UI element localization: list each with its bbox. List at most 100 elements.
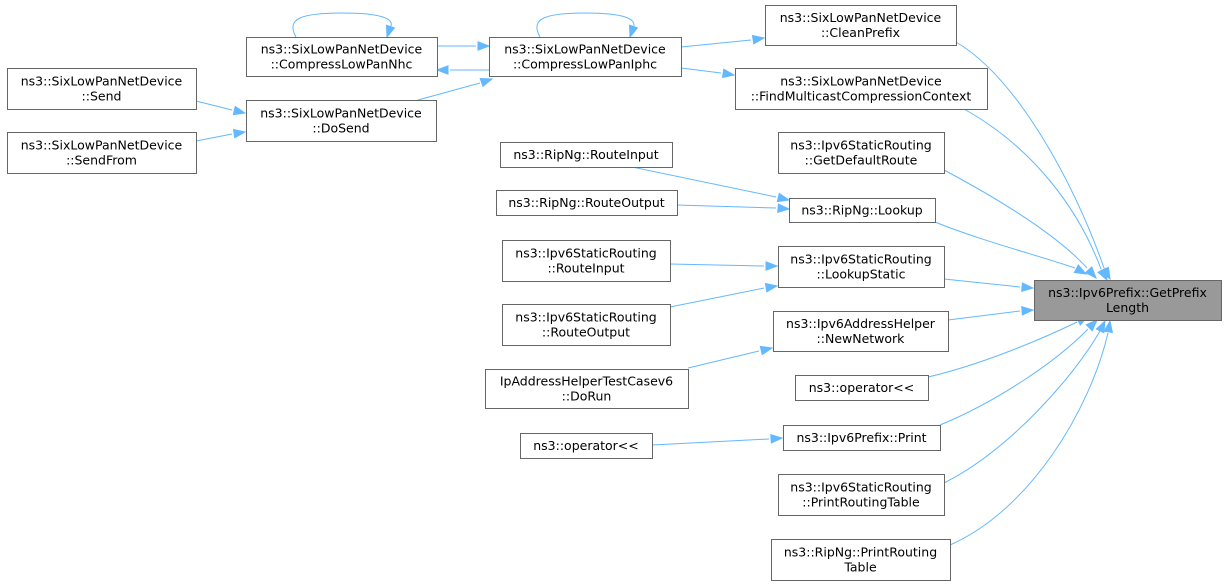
node-label-line: ::LookupStatic (817, 267, 906, 282)
node-ns3-operator[interactable]: ns3::operator<< (795, 375, 929, 401)
node-label-line: ns3::SixLowPanNetDevice (780, 10, 942, 25)
node-label-line: ::CleanPrefix (821, 25, 900, 40)
node-box[interactable] (246, 100, 437, 142)
arrowhead-icon (770, 433, 784, 444)
node-ns3-ipv6staticrouting-printroutingtable[interactable]: ns3::Ipv6StaticRouting::PrintRoutingTabl… (778, 474, 945, 516)
edge-n3-to-n2 (437, 41, 491, 51)
node-box[interactable] (520, 433, 653, 459)
edge-n9-to-n0 (934, 221, 1088, 275)
edge-n14-to-n12 (669, 282, 779, 308)
edge-n5-to-n4 (195, 100, 247, 116)
node-box[interactable] (783, 425, 941, 451)
arrowhead-icon (1021, 305, 1035, 316)
edge-line (943, 278, 1021, 288)
edge-n12-to-n0 (943, 278, 1035, 293)
node-label-line: ::RouteOutput (542, 325, 630, 340)
node-ns3-ripng-routeinput[interactable]: ns3::RipNg::RouteInput (500, 142, 673, 168)
node-label-line: ns3::RipNg::Lookup (801, 203, 922, 218)
node-box[interactable] (489, 37, 682, 77)
node-ns3-sixlowpannetdevice-findmulticastcompressioncontext[interactable]: ns3::SixLowPanNetDevice::FindMulticastCo… (735, 68, 988, 110)
node-box[interactable] (778, 246, 945, 288)
edge-n4-to-n2 (417, 77, 494, 101)
node-ipaddresshelpertestcasev6-dorun[interactable]: IpAddressHelperTestCasev6::DoRun (485, 369, 689, 409)
node-label-line: ::DoSend (312, 121, 369, 136)
edge-n2-to-n1 (680, 34, 766, 48)
edge-n11-to-n9 (676, 203, 791, 214)
node-box[interactable] (246, 37, 438, 77)
node-ns3-ipv6prefix-print[interactable]: ns3::Ipv6Prefix::Print (783, 425, 941, 451)
node-box[interactable] (502, 304, 671, 346)
edge-n15-to-n0 (947, 305, 1035, 321)
node-ns3-ripng-printrouting-table[interactable]: ns3::RipNg::PrintRoutingTable (771, 539, 951, 581)
arrowhead-icon (385, 24, 396, 39)
edge-n2-to-n3 (435, 65, 489, 75)
edge-n13-to-n12 (669, 261, 779, 271)
node-ns3-sixlowpannetdevice-compresslowpaniphc[interactable]: ns3::SixLowPanNetDevice::CompressLowPanI… (489, 37, 682, 77)
arrowhead-icon (477, 41, 491, 51)
node-label-line: ns3::Ipv6Prefix::GetPrefix (1048, 285, 1207, 300)
arrowhead-icon (765, 261, 779, 271)
edge-line (680, 67, 722, 74)
node-ns3-ipv6staticrouting-lookupstatic[interactable]: ns3::Ipv6StaticRouting::LookupStatic (778, 246, 945, 288)
arrowhead-icon (1097, 267, 1108, 282)
node-box[interactable] (485, 369, 689, 409)
node-label-line: ::CompressLowPanNhc (271, 57, 413, 72)
edge-line (292, 12, 392, 38)
node-label-line: ns3::SixLowPanNetDevice (21, 74, 183, 89)
node-box[interactable] (778, 132, 945, 174)
edge-line (669, 287, 765, 308)
node-ns3-ripng-lookup[interactable]: ns3::RipNg::Lookup (789, 198, 936, 223)
node-ns3-sixlowpannetdevice-compresslowpannhc[interactable]: ns3::SixLowPanNetDevice::CompressLowPanN… (246, 37, 438, 77)
node-label-line: Length (1106, 300, 1149, 315)
arrowhead-icon (751, 34, 766, 45)
node-box[interactable] (778, 474, 945, 516)
node-box[interactable] (735, 68, 988, 110)
edge-line (676, 204, 777, 209)
node-box[interactable] (795, 375, 929, 401)
node-ns3-ripng-routeoutput[interactable]: ns3::RipNg::RouteOutput (496, 190, 678, 216)
node-label-line: ns3::SixLowPanNetDevice (260, 106, 422, 121)
node-label-line: IpAddressHelperTestCasev6 (500, 374, 673, 389)
node-ns3-sixlowpannetdevice-send[interactable]: ns3::SixLowPanNetDevice::Send (7, 68, 197, 110)
node-ns3-sixlowpannetdevice-dosend[interactable]: ns3::SixLowPanNetDevice::DoSend (246, 100, 437, 142)
node-label-line: ns3::SixLowPanNetDevice (21, 138, 183, 153)
node-ns3-ipv6staticrouting-routeoutput[interactable]: ns3::Ipv6StaticRouting::RouteOutput (502, 304, 671, 346)
arrowhead-icon (1095, 319, 1106, 334)
node-box[interactable] (7, 132, 197, 174)
node-ns3-ipv6addresshelper-newnetwork[interactable]: ns3::Ipv6AddressHelper::NewNetwork (773, 311, 949, 352)
node-box[interactable] (1034, 280, 1222, 321)
node-box[interactable] (500, 142, 673, 168)
edge-line (934, 221, 1076, 269)
node-box[interactable] (771, 539, 951, 581)
node-label-line: ns3::Ipv6StaticRouting (790, 138, 931, 153)
node-box[interactable] (502, 240, 671, 282)
node-label-line: ns3::Ipv6AddressHelper (786, 316, 936, 331)
node-ns3-ipv6staticrouting-getdefaultroute[interactable]: ns3::Ipv6StaticRouting::GetDefaultRoute (778, 132, 945, 174)
node-ns3-sixlowpannetdevice-cleanprefix[interactable]: ns3::SixLowPanNetDevice::CleanPrefix (765, 5, 957, 46)
node-box[interactable] (765, 5, 957, 46)
node-box[interactable] (7, 68, 197, 110)
node-ns3-ipv6staticrouting-routeinput[interactable]: ns3::Ipv6StaticRouting::RouteInput (502, 240, 671, 282)
edge-line (631, 166, 777, 198)
arrowhead-icon (232, 105, 247, 116)
edge-line (949, 332, 1109, 546)
edge-line (947, 310, 1021, 321)
node-box[interactable] (789, 198, 936, 223)
node-box[interactable] (773, 311, 949, 352)
node-label-line: ns3::operator<< (809, 380, 915, 395)
edge-n17-to-n0 (927, 315, 1090, 378)
arrowhead-icon (721, 68, 736, 79)
edge-n8-to-n0 (943, 169, 1097, 280)
node-label-line: ns3::Ipv6StaticRouting (515, 246, 656, 261)
arrowhead-icon (764, 282, 779, 293)
node-box[interactable] (496, 190, 678, 216)
edge-n6-to-n4 (195, 128, 247, 142)
node-label-line: ::FindMulticastCompressionContext (751, 89, 972, 104)
edge-line (651, 438, 770, 446)
node-ns3-operator[interactable]: ns3::operator<< (520, 433, 653, 459)
edge-line (195, 133, 233, 142)
node-ns3-sixlowpannetdevice-sendfrom[interactable]: ns3::SixLowPanNetDevice::SendFrom (7, 132, 197, 174)
node-label-line: ::CompressLowPanIphc (513, 57, 657, 72)
